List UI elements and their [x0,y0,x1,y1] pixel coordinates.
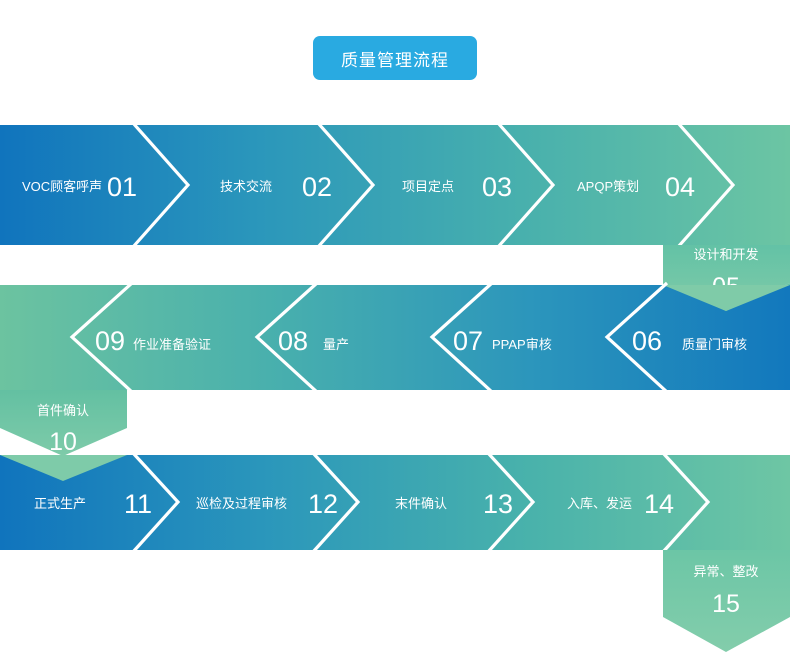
step-08[interactable]: 08 量产 [278,326,349,356]
step-13-label: 末件确认 [395,496,447,511]
diagram-title-text: 质量管理流程 [341,50,449,70]
step-07-number: 07 [453,326,483,356]
step-11[interactable]: 正式生产 11 [34,489,152,519]
step-11-number: 11 [124,489,152,519]
step-15-number: 15 [712,590,740,618]
row-3-sep-1 [131,451,181,554]
step-08-label: 量产 [323,337,349,352]
step-12-label: 巡检及过程审核 [196,496,287,511]
process-row-2: 09 作业准备验证 08 量产 07 PPAP审核 06 质量门审核 [0,281,790,394]
step-15-connector[interactable]: 异常、整改 15 [663,550,790,652]
step-12-number: 12 [308,489,338,519]
step-02[interactable]: 技术交流 02 [220,172,332,202]
row-3-sep-3 [486,451,536,554]
row-2-sep-2 [254,281,319,394]
step-15-shape [663,550,790,652]
step-12[interactable]: 巡检及过程审核 12 [196,489,338,519]
step-01-number: 01 [107,172,137,202]
step-01-label: VOC顾客呼声 [22,179,102,194]
step-01[interactable]: VOC顾客呼声 01 [22,172,137,202]
row-3-sep-4 [661,451,711,554]
row-3-sep-2 [311,451,361,554]
step-08-number: 08 [278,326,308,356]
step-03[interactable]: 项目定点 03 [402,172,512,202]
step-06-label: 质量门审核 [682,337,747,352]
process-row-3: 正式生产 11 巡检及过程审核 12 末件确认 13 入库、发运 14 [0,451,790,554]
diagram-title-badge: 质量管理流程 [313,36,477,80]
row-2-sep-1 [69,281,134,394]
step-04[interactable]: APQP策划 04 [577,172,695,202]
step-10-shape [0,390,127,456]
row-1-sep-3 [496,121,556,249]
step-04-label: APQP策划 [577,179,639,194]
step-10-connector[interactable]: 首件确认 10 [0,390,127,456]
step-05-tip-fill [663,285,790,311]
step-09-number: 09 [95,326,125,356]
step-06[interactable]: 06 质量门审核 [632,326,747,356]
row-2-band [0,285,790,390]
step-07-label: PPAP审核 [492,337,552,352]
step-15-label: 异常、整改 [693,564,758,579]
step-09-label: 作业准备验证 [133,337,211,352]
step-13[interactable]: 末件确认 13 [395,489,513,519]
step-14-number: 14 [644,489,674,519]
step-13-number: 13 [483,489,513,519]
step-02-number: 02 [302,172,332,202]
step-06-number: 06 [632,326,662,356]
step-02-label: 技术交流 [220,179,272,194]
step-09[interactable]: 09 作业准备验证 [95,326,211,356]
process-row-1: VOC顾客呼声 01 技术交流 02 项目定点 03 APQP策划 04 [0,121,790,249]
row-2-sep-3 [429,281,494,394]
step-03-label: 项目定点 [402,179,454,194]
step-05-label: 设计和开发 [693,247,758,262]
step-07[interactable]: 07 PPAP审核 [453,326,552,356]
row-2-sep-4 [604,281,669,394]
row-3-band [0,455,790,550]
step-03-number: 03 [482,172,512,202]
row-1-sep-2 [316,121,376,249]
row-1-sep-1 [131,121,191,249]
step-10-label: 首件确认 [37,403,89,418]
step-10-tip [0,455,127,481]
step-10-number: 10 [49,428,77,456]
row-1-sep-4 [676,121,736,249]
step-14-label: 入库、发运 [567,496,632,511]
step-04-number: 04 [665,172,695,202]
row-1-band [0,125,790,245]
step-14[interactable]: 入库、发运 14 [567,489,674,519]
step-11-label: 正式生产 [34,496,86,511]
